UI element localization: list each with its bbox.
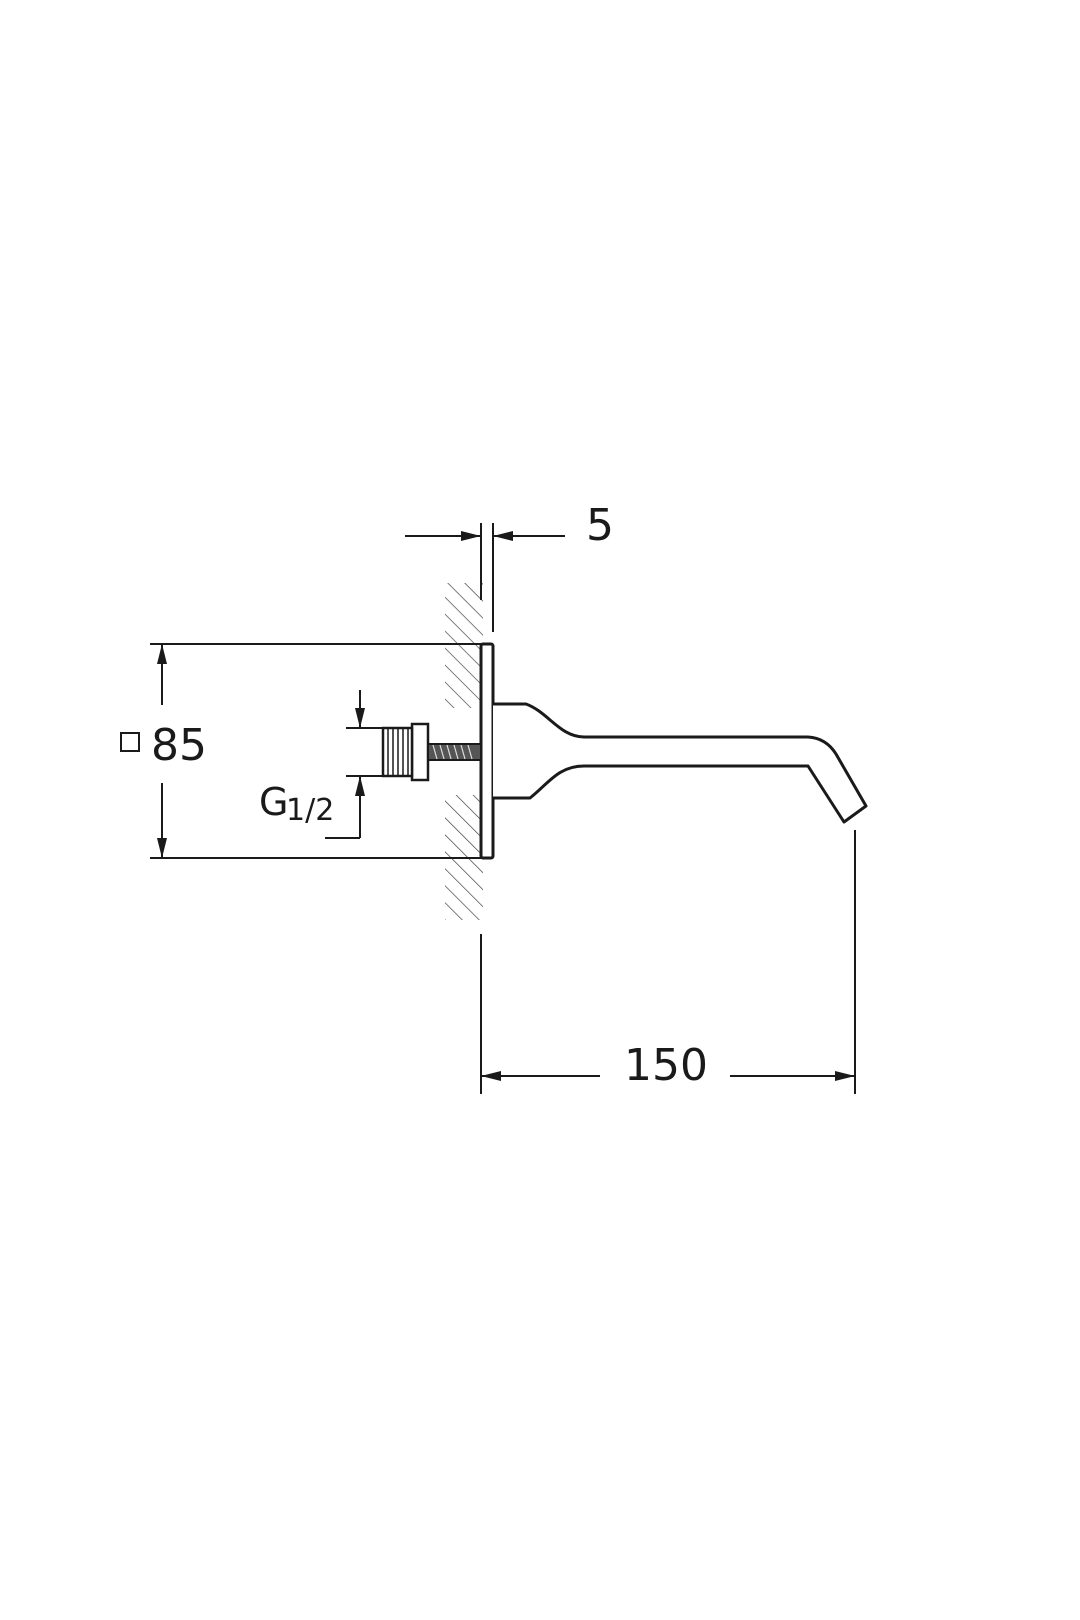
dimension-label-thread-fraction: 1/2 bbox=[286, 793, 334, 828]
rod-thread-lines bbox=[432, 744, 473, 760]
dimension-plate-size bbox=[150, 643, 481, 859]
connector-nut bbox=[410, 722, 430, 782]
wall-plate bbox=[479, 642, 495, 860]
dimension-label-plate-size: 85 bbox=[151, 720, 207, 771]
connector-thread-lines bbox=[387, 728, 409, 776]
square-symbol bbox=[120, 732, 140, 752]
dimension-label-spout-projection: 150 bbox=[624, 1040, 708, 1091]
dimension-spout-projection bbox=[480, 830, 856, 1094]
dimension-plate-thickness bbox=[405, 523, 565, 632]
dimension-label-plate-thickness: 5 bbox=[586, 500, 614, 551]
spout-body bbox=[493, 702, 868, 824]
dimension-thread bbox=[325, 690, 383, 839]
dimension-label-thread: G bbox=[259, 780, 288, 824]
wall-hatch-upper bbox=[445, 583, 483, 708]
threaded-connector bbox=[381, 722, 482, 782]
